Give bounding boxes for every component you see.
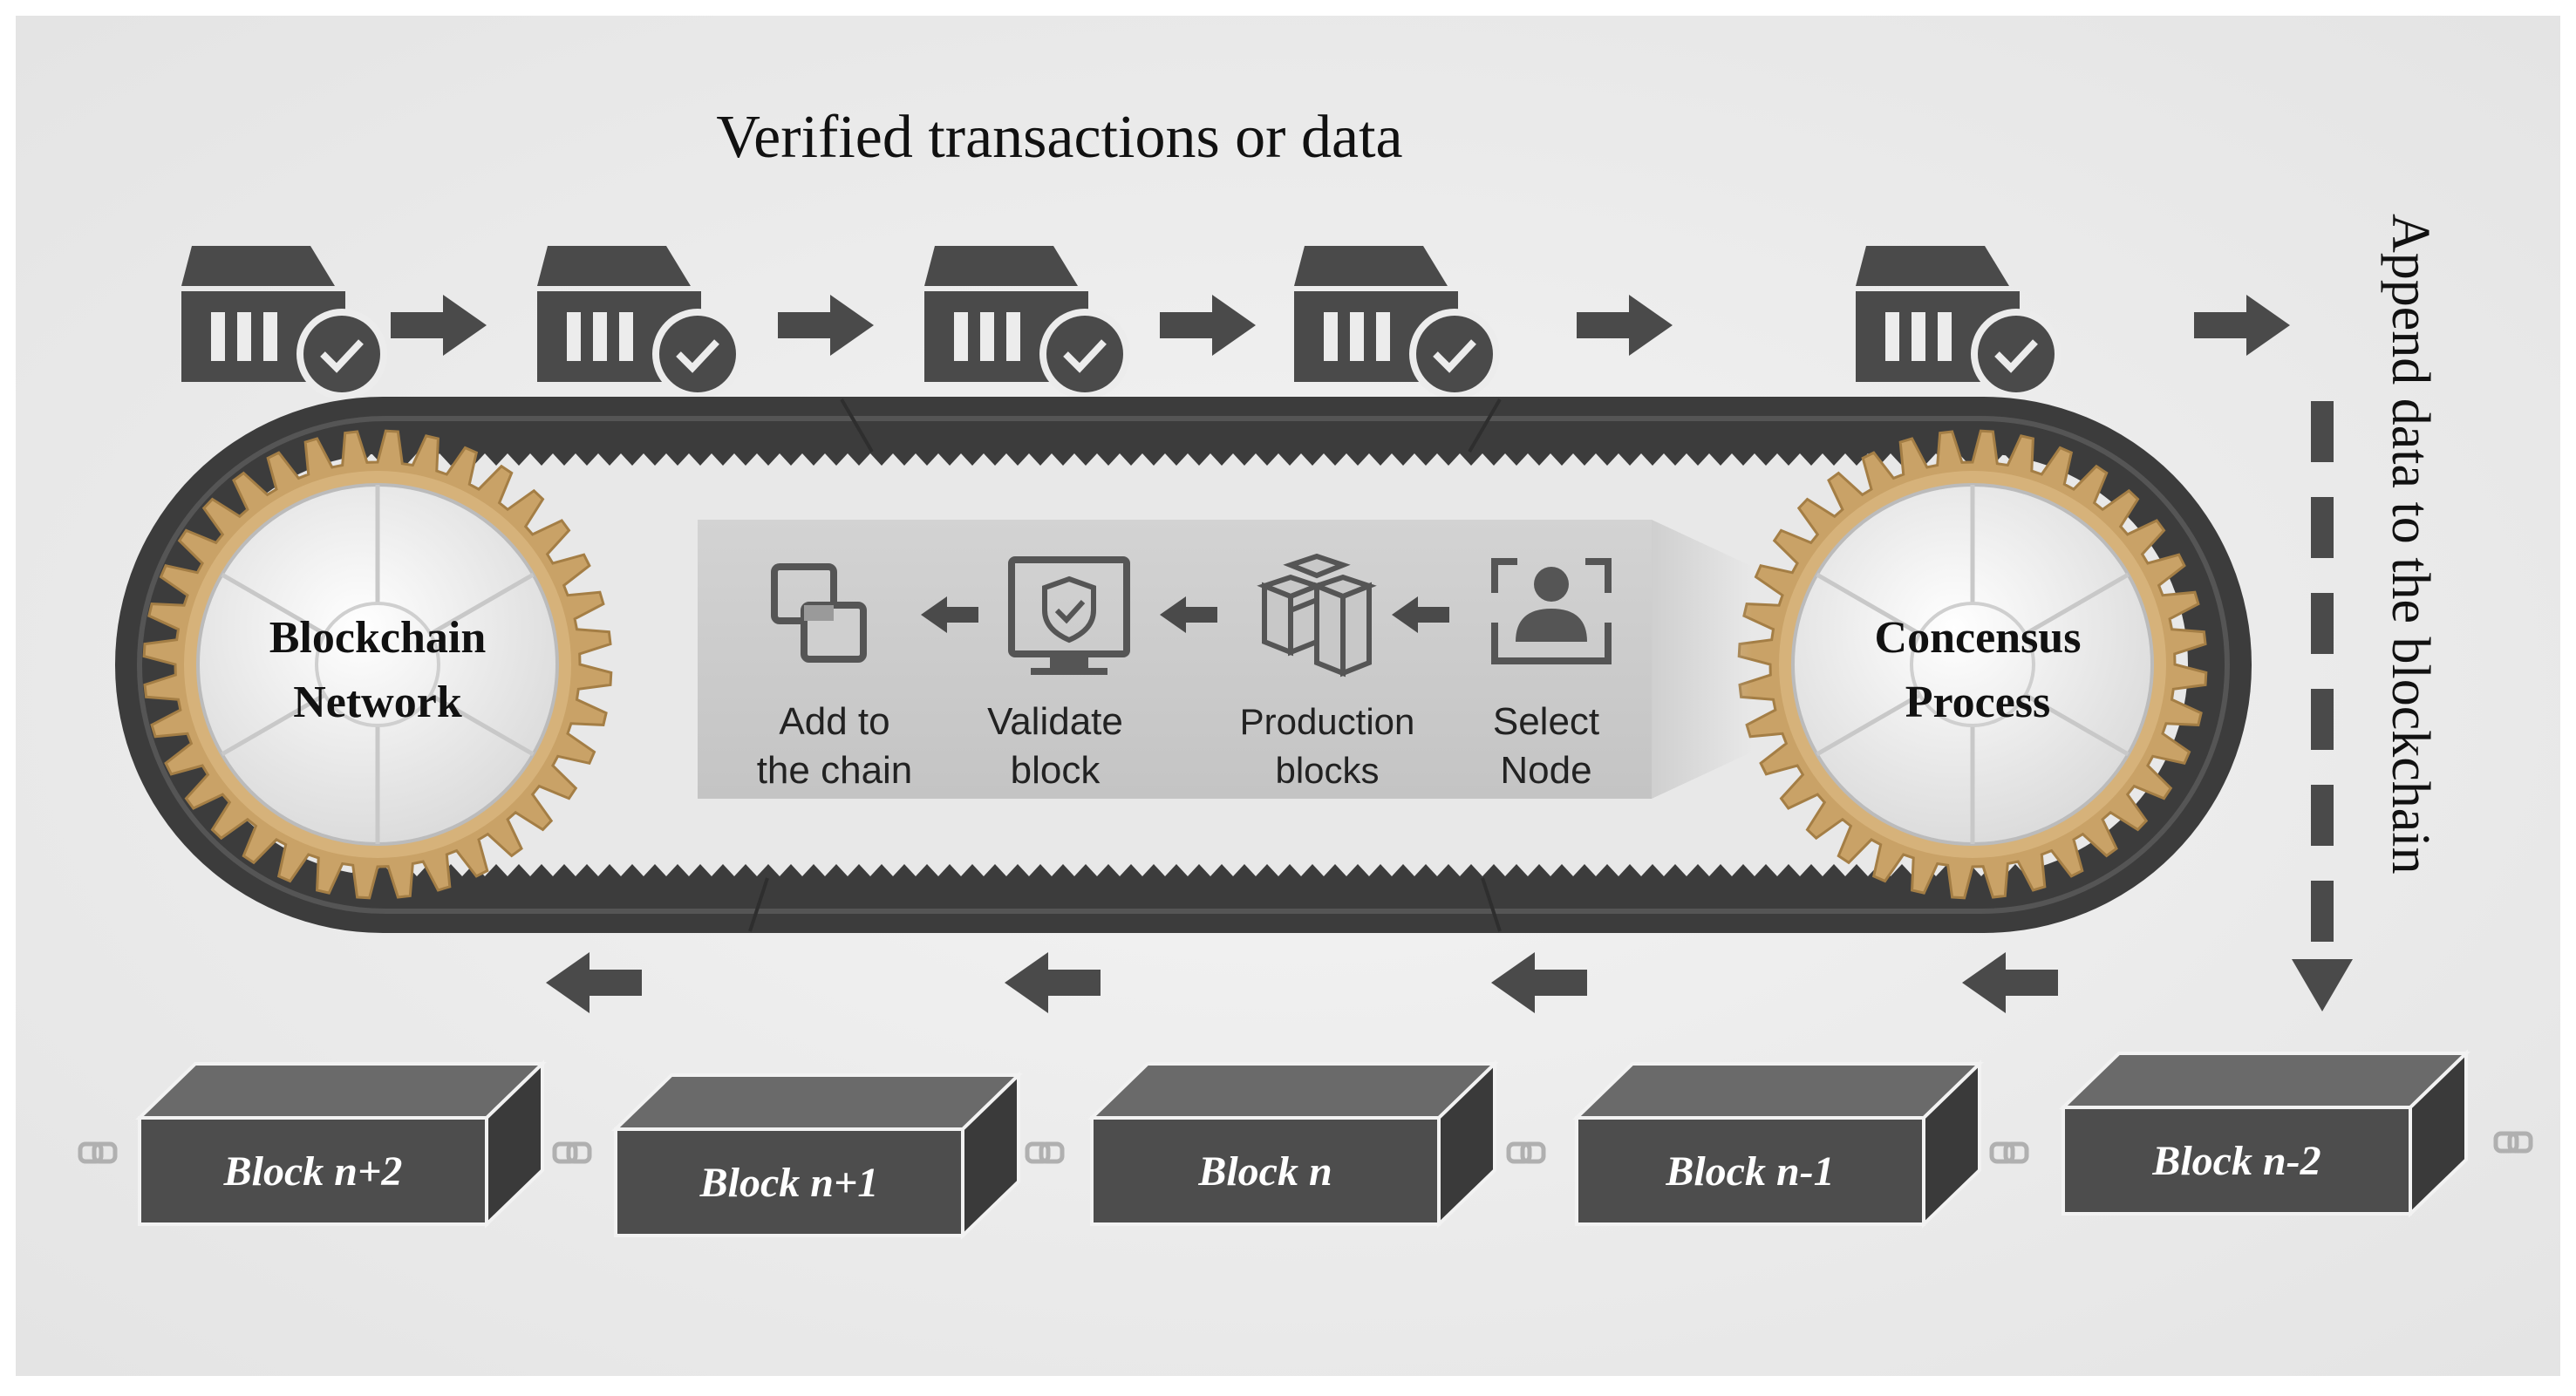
block-cube: Block n+2 [135,1059,547,1229]
check-badge-icon [1039,309,1130,399]
step-label-select-line-1: Select [1493,700,1599,743]
left-arrow-icon [1392,596,1449,633]
chain-link-icon [1989,1141,2029,1164]
top-arrows [391,295,2290,356]
right-arrow-icon [1160,295,1256,356]
block-label: Block n-2 [2151,1138,2320,1184]
left-arrow-icon [921,596,978,633]
right-arrow-icon [1577,295,1673,356]
right-gear-label-line-2: Process [1905,678,2051,727]
left-arrow-icon [1005,952,1101,1013]
right-arrow-icon [778,295,874,356]
right-gear-label-line-1: Concensus [1875,613,2082,663]
production-blocks-icon [1257,553,1377,678]
left-arrow-icon [1160,596,1217,633]
block-cube: Block n-1 [1572,1059,1984,1229]
left-arrow-icon [1962,952,2058,1013]
blockchain-network-gear [142,429,613,900]
chain-links [78,1131,2533,1164]
step-label-validate-line-1: Validate [987,700,1123,743]
right-arrow-icon [2194,295,2290,356]
chain-link-icon [1025,1141,1065,1164]
chain-link-icon [552,1141,592,1164]
block-cube: Block n [1087,1059,1499,1229]
blocks-row: Block n+2 Block n+1 Block n Block n-1 Block … [135,1049,2470,1240]
validate-block-icon [1008,556,1130,675]
add-to-chain-icon [771,563,867,663]
block-label: Block n+2 [223,1148,403,1195]
transaction-row [181,246,2061,399]
block-cube: Block n-2 [2059,1049,2470,1218]
panel-arrows [921,596,1449,633]
block-label: Block n+1 [699,1160,879,1206]
bottom-arrows [546,952,2058,1013]
left-gear-label-line-2: Network [293,678,462,727]
step-label-production-line-1: Production [1240,701,1415,742]
check-badge-icon [1409,309,1500,399]
top-label: Verified transactions or data [716,104,1402,171]
chain-link-icon [2493,1131,2533,1154]
step-label-select-line-2: Node [1500,749,1591,792]
step-label-production-line-2: blocks [1275,750,1379,791]
step-label-add-line-1: Add to [779,700,889,743]
verified-transaction-icon [1294,246,1500,399]
check-badge-icon [652,309,743,399]
right-arrow-icon [391,295,487,356]
append-down-arrow [2292,401,2353,1011]
chain-link-icon [1506,1141,1546,1164]
check-badge-icon [1971,309,2061,399]
chain-link-icon [78,1141,118,1164]
block-cube: Block n+1 [611,1071,1023,1240]
verified-transaction-icon [924,246,1130,399]
verified-transaction-icon [1856,246,2061,399]
left-arrow-icon [1491,952,1587,1013]
block-label: Block n-1 [1665,1148,1834,1195]
verified-transaction-icon [537,246,743,399]
consensus-process-gear [1737,429,2208,900]
select-node-icon [1491,558,1612,664]
check-badge-icon [296,309,387,399]
block-label: Block n [1197,1148,1332,1195]
step-label-validate-line-2: block [1011,749,1101,792]
verified-transaction-icon [181,246,387,399]
left-gear-label-line-1: Blockchain [269,613,487,663]
side-label: Append data to the blockchain [2381,214,2440,875]
left-arrow-icon [546,952,642,1013]
step-label-add-line-2: the chain [757,749,913,792]
